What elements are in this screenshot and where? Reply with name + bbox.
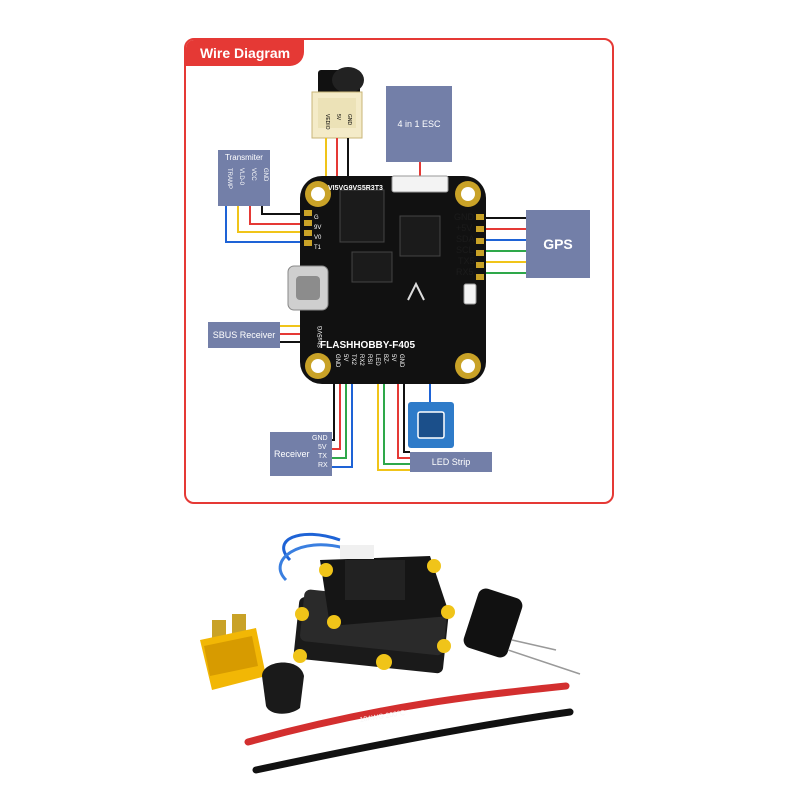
receiver-pin: TX (318, 453, 327, 460)
board-bottom-pad: RSI (366, 354, 372, 364)
receiver-pin: 5V (318, 444, 327, 451)
flight-controller-board (287, 175, 486, 384)
led-wires (377, 384, 410, 471)
board-top-pads: VI5VG9VS5R3T3 (328, 185, 383, 192)
gps-pin: RX5 (456, 267, 474, 277)
connector-cover-icon (262, 662, 304, 714)
gps-pin: GND (454, 212, 474, 222)
receiver-label: Receiver (274, 449, 310, 459)
xt60-connector-icon (200, 614, 266, 690)
wire-diagram-title: Wire Diagram (186, 40, 304, 66)
led-chip-icon (417, 411, 445, 439)
transmitter-label: Transmiter (225, 153, 263, 162)
receiver-pin: GND (312, 435, 328, 442)
led-strip-label: LED Strip (431, 457, 471, 467)
led-strip-box: LED Strip (410, 452, 492, 472)
transmitter-pin: VCC (250, 168, 256, 181)
gps-label: GPS (543, 236, 573, 252)
receiver-pin: RX (318, 462, 328, 469)
capacitor-icon (463, 588, 581, 675)
transmitter-pin: GND (262, 168, 268, 182)
board-left-pad: T1 (314, 245, 322, 251)
esc-label: 4 in 1 ESC (397, 119, 441, 129)
board-bottom-pad: LED (374, 354, 380, 366)
wire-diagram-frame (184, 38, 614, 504)
sbus-receiver-box: SBUS Receiver (208, 322, 280, 348)
board-left-pad: 9V (314, 225, 321, 231)
board-name: FLASHHOBBY-F405 (320, 340, 415, 351)
board-left-pad: V0 (314, 235, 322, 241)
gps-pin: +5V (456, 223, 473, 233)
board-bottom-pad: 5V (342, 354, 348, 361)
gps-box: GPS (526, 210, 590, 278)
board-bottom-pad: GND (334, 354, 340, 368)
transmitter-pin: VLD-0 (238, 168, 244, 186)
transmitter-pin: TRAMP (226, 168, 232, 189)
board-bottom-pad: GND (398, 354, 404, 368)
board-bottom-pad: RX2 (358, 354, 364, 366)
sbus-receiver-label: SBUS Receiver (212, 330, 276, 340)
gps-pin: TX5 (458, 256, 475, 266)
red-wire-icon (244, 682, 570, 746)
receiver-box: Receiver (270, 432, 332, 476)
board-bottom-pad: TX2 (350, 354, 356, 366)
board-bottom-pad: 5V (390, 354, 396, 361)
board-sbus-pads: Sbs5VG (318, 325, 324, 348)
black-wire-icon (252, 708, 574, 774)
gps-pin: SCL (456, 245, 474, 255)
fc-esc-stack-icon (278, 532, 455, 674)
transmitter-box: Transmiter (218, 150, 270, 206)
camera-wires (325, 138, 349, 182)
board-left-pad: G (314, 215, 319, 221)
gps-pin: SDA (456, 234, 475, 244)
gps-wires (480, 217, 526, 274)
esc-box: 4 in 1 ESC (386, 86, 452, 162)
camera-pin-label: VEDIO (324, 114, 330, 130)
board-bottom-pad: BZ- (382, 354, 388, 364)
camera-pin-label: 5V (335, 114, 341, 121)
camera-pin-label: GND (346, 114, 352, 126)
